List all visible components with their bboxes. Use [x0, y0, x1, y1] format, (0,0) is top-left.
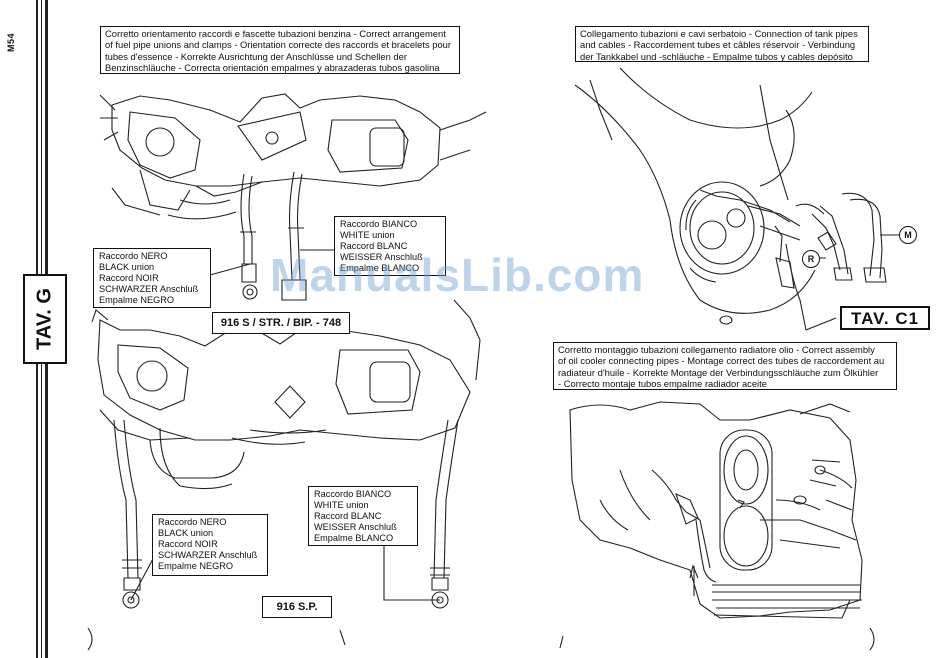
label-line: Empalme BLANCO	[314, 533, 394, 543]
caption-line: Benzinschläuche - Correcta orientación e…	[105, 61, 440, 73]
label-line: Raccordo BIANCO	[340, 219, 418, 229]
section-tab: TAV. G	[23, 274, 67, 364]
label-line: Empalme NEGRO	[158, 561, 234, 571]
oil-cooler-caption: Corretto montaggio tubazioni collegament…	[553, 342, 897, 390]
watermark-text: ManualsLib.com	[270, 249, 645, 301]
label-line: WHITE union	[314, 500, 369, 510]
caption-line: of fuel pipe unions and clamps - Orienta…	[105, 39, 452, 51]
label-line: WEISSER Anschluß	[340, 252, 423, 262]
label-line: Raccord BLANC	[314, 511, 382, 521]
throttle-assembly-bottom	[91, 299, 481, 609]
caption-line: radiateur d'huile - Korrekte Montage der…	[558, 366, 879, 378]
label-line: Raccordo BIANCO	[314, 489, 392, 499]
caption-line: tubes d'essence - Korrekte Ausrichtung d…	[105, 50, 407, 62]
tank-connection-caption: Collegamento tubazioni e cavi serbatoio …	[575, 26, 869, 62]
label-line: SCHWARZER Anschluß	[158, 550, 258, 560]
caption-line: Corretto montaggio tubazioni collegament…	[558, 344, 875, 355]
label-line: Raccord NOIR	[158, 539, 218, 549]
model-label-bottom: 916 S.P.	[262, 596, 332, 618]
label-line: Raccord NOIR	[99, 273, 159, 283]
label-line: BLACK union	[158, 528, 214, 538]
black-union-label-top: Raccordo NERO BLACK union Raccord NOIR S…	[93, 248, 211, 308]
label-line: SCHWARZER Anschluß	[99, 284, 199, 294]
model-label-top: 916 S / STR. / BIP. - 748	[212, 312, 350, 334]
caption-line: and cables - Raccordement tubes et câble…	[580, 39, 856, 51]
label-line: Raccordo NERO	[158, 517, 227, 527]
white-union-label-top: Raccordo BIANCO WHITE union Raccord BLAN…	[334, 216, 446, 276]
label-line: WHITE union	[340, 230, 395, 240]
fuel-pipes-caption: Corretto orientamento raccordi e fascett…	[100, 26, 460, 74]
marker-r: R	[802, 250, 820, 268]
label-line: BLACK union	[99, 262, 155, 272]
white-union-label-bottom: Raccordo BIANCO WHITE union Raccord BLAN…	[308, 486, 418, 546]
label-line: Raccordo NERO	[99, 251, 168, 261]
caption-line: of oil cooler connecting pipes - Montage…	[558, 355, 885, 367]
caption-line: Corretto orientamento raccordi e fascett…	[105, 28, 446, 39]
label-line: Raccord BLANC	[340, 241, 408, 251]
black-union-label-bottom: Raccordo NERO BLACK union Raccord NOIR S…	[152, 514, 268, 576]
throttle-assembly-top	[99, 93, 487, 301]
label-line: Empalme NEGRO	[99, 295, 175, 305]
engine-oil-cooler-drawing	[569, 401, 863, 619]
marker-m: M	[899, 226, 917, 244]
caption-line: der Tankkabel und -schläuche - Empalme t…	[580, 50, 853, 62]
tav-c1-label: TAV. C1	[840, 306, 930, 330]
caption-line: - Correcto montaje tubos empalme radiado…	[558, 377, 767, 389]
label-line: WEISSER Anschluß	[314, 522, 397, 532]
caption-line: Collegamento tubazioni e cavi serbatoio …	[580, 28, 858, 39]
label-line: Empalme BLANCO	[340, 263, 420, 273]
tank-connection-drawing	[574, 67, 900, 331]
